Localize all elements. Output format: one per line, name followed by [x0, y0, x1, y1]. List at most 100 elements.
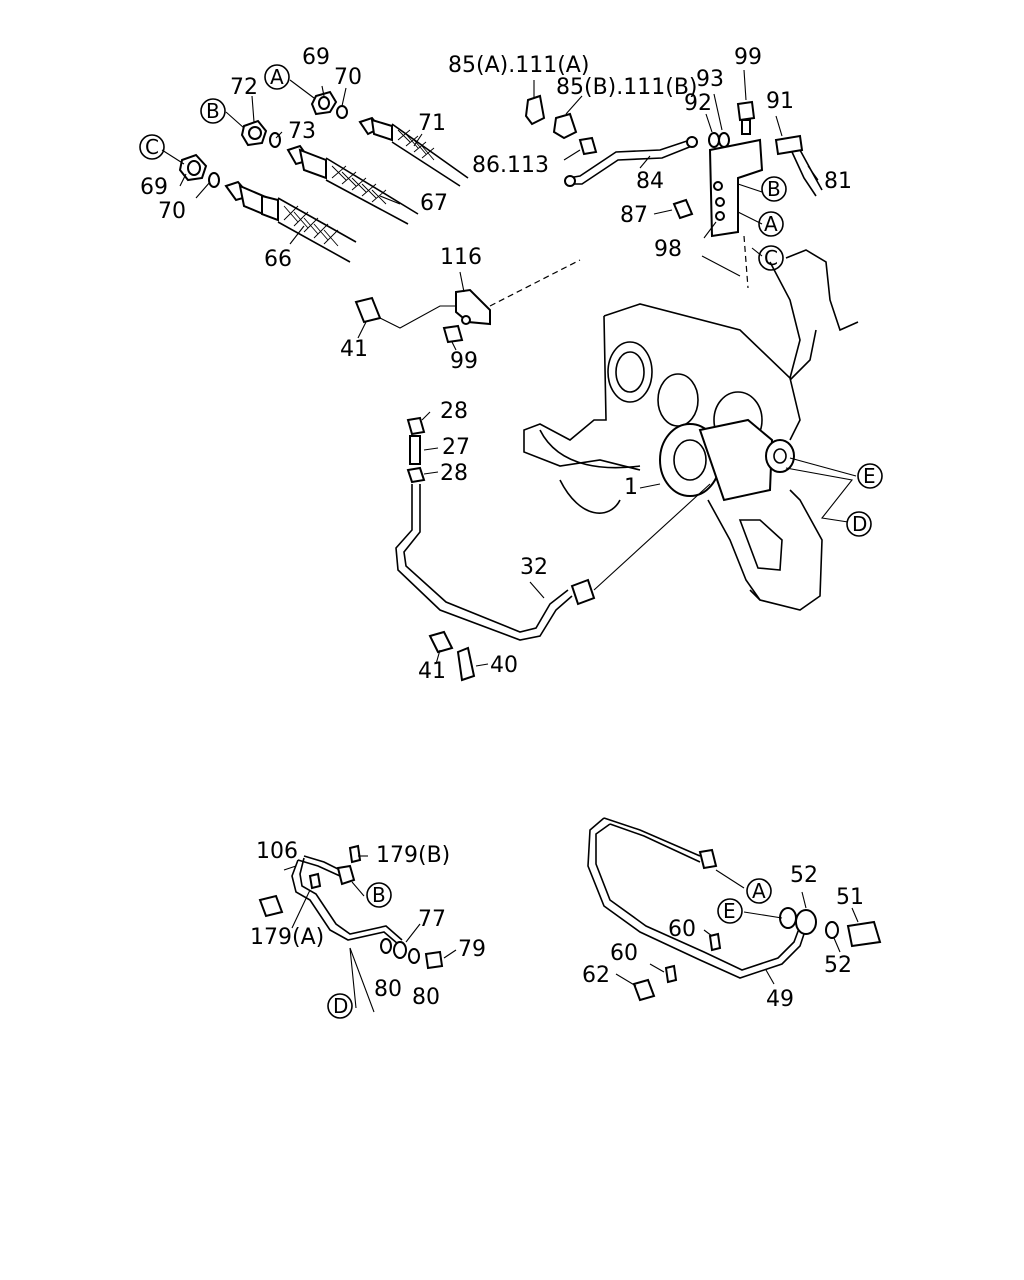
sleeve-27: [409, 435, 421, 465]
callout-84: 84: [636, 169, 664, 194]
ref-a-1: A: [264, 64, 290, 90]
ref-a-2: A: [758, 211, 784, 237]
callout-73: 73: [288, 119, 316, 144]
callout-70-c: 70: [158, 199, 186, 224]
bolt-87: [672, 198, 694, 220]
ref-b-2: B: [761, 176, 787, 202]
washer-70-c: [208, 172, 220, 188]
clip-85b: [552, 112, 578, 140]
callout-60-b: 60: [610, 941, 638, 966]
clip-60a: [708, 932, 722, 952]
ref-a-3: A: [746, 878, 772, 904]
ref-b-1: B: [200, 98, 226, 124]
callout-27: 27: [442, 435, 470, 460]
callout-labels: 69 70 72 73 71 69 70 67 66 85(A).111(A) …: [140, 45, 864, 1012]
bolt-106: [258, 894, 284, 918]
ref-c-2: C: [758, 245, 784, 271]
hose-66: [224, 180, 357, 263]
bolt-41: [354, 296, 382, 324]
callout-85b: 85(B).111(B): [556, 75, 698, 100]
callout-91: 91: [766, 89, 794, 114]
callout-80-a: 80: [374, 977, 402, 1002]
clip-60b: [664, 964, 678, 984]
callout-66: 66: [264, 247, 292, 272]
clip-85a: [524, 94, 546, 126]
callout-32: 32: [520, 555, 548, 580]
svg-text:A: A: [764, 212, 778, 236]
svg-text:D: D: [333, 994, 348, 1018]
fitting-91: [774, 134, 804, 156]
callout-179b: 179(B): [376, 843, 450, 868]
bolt-99-top: [736, 100, 756, 135]
callout-98: 98: [654, 237, 682, 262]
bolt-41-lower: [428, 630, 454, 654]
banjo-28-bottom: [406, 466, 426, 484]
svg-text:B: B: [206, 99, 220, 123]
callout-87: 87: [620, 203, 648, 228]
washer-93: [718, 132, 730, 148]
banjo-28-top: [406, 416, 426, 436]
pump-1: [659, 418, 795, 502]
bracket-116: [354, 259, 581, 351]
clip-40: [456, 646, 476, 682]
pipe-84: [567, 139, 691, 179]
callout-79: 79: [458, 937, 486, 962]
callout-69-c: 69: [140, 175, 168, 200]
callout-70-a: 70: [334, 65, 362, 90]
washer-92: [708, 132, 720, 148]
reference-markers: A B C B A C E D B D A E: [139, 64, 883, 1019]
callout-179a: 179(A): [250, 925, 324, 950]
callout-1: 1: [624, 475, 638, 500]
fitting-a: [698, 848, 718, 870]
callout-60-a: 60: [668, 917, 696, 942]
bolt-99: [442, 324, 464, 344]
svg-text:B: B: [372, 883, 386, 907]
ref-d-2: D: [327, 993, 353, 1019]
fitting-179b: [336, 864, 356, 886]
svg-text:A: A: [270, 65, 284, 89]
ref-d-1: D: [846, 511, 872, 537]
bolt-86: [578, 136, 598, 156]
callout-51: 51: [836, 885, 864, 910]
hose-81: [791, 151, 817, 197]
hose-fittings-group: [161, 79, 469, 263]
callout-52-bottom: 52: [824, 953, 852, 978]
svg-text:D: D: [852, 512, 867, 536]
callout-99-top: 99: [734, 45, 762, 70]
callout-28-top: 28: [440, 399, 468, 424]
nut-72: [240, 119, 268, 147]
callout-69-a: 69: [302, 45, 330, 70]
svg-text:E: E: [863, 464, 876, 488]
callout-41-upper: 41: [340, 337, 368, 362]
callout-67: 67: [420, 191, 448, 216]
pipe-detail-b: [258, 844, 457, 1013]
washer-80b: [408, 948, 420, 964]
bolt-62: [632, 978, 656, 1002]
callout-71: 71: [418, 111, 446, 136]
callout-49: 49: [766, 987, 794, 1012]
bolt-51: [846, 920, 882, 948]
ref-b-3: B: [366, 882, 392, 908]
engine-block: [523, 249, 859, 611]
svg-text:A: A: [752, 879, 766, 903]
callout-116: 116: [440, 245, 482, 270]
callout-86: 86.113: [472, 153, 549, 178]
ref-e-2: E: [717, 898, 743, 924]
bracket-group: [524, 69, 823, 289]
hose-71: [358, 116, 469, 187]
callout-106: 106: [256, 839, 298, 864]
nut-69: [310, 90, 338, 116]
callout-99-mid: 99: [450, 349, 478, 374]
pipe-32-group: [395, 411, 711, 682]
nut-69-c: [178, 153, 208, 182]
pipe-49-group: [587, 817, 882, 1002]
callout-92: 92: [684, 91, 712, 116]
svg-text:B: B: [767, 177, 781, 201]
callout-77: 77: [418, 907, 446, 932]
washer-52a: [779, 907, 797, 929]
callout-72: 72: [230, 75, 258, 100]
washer-70: [336, 105, 348, 119]
callout-52-top: 52: [790, 863, 818, 888]
